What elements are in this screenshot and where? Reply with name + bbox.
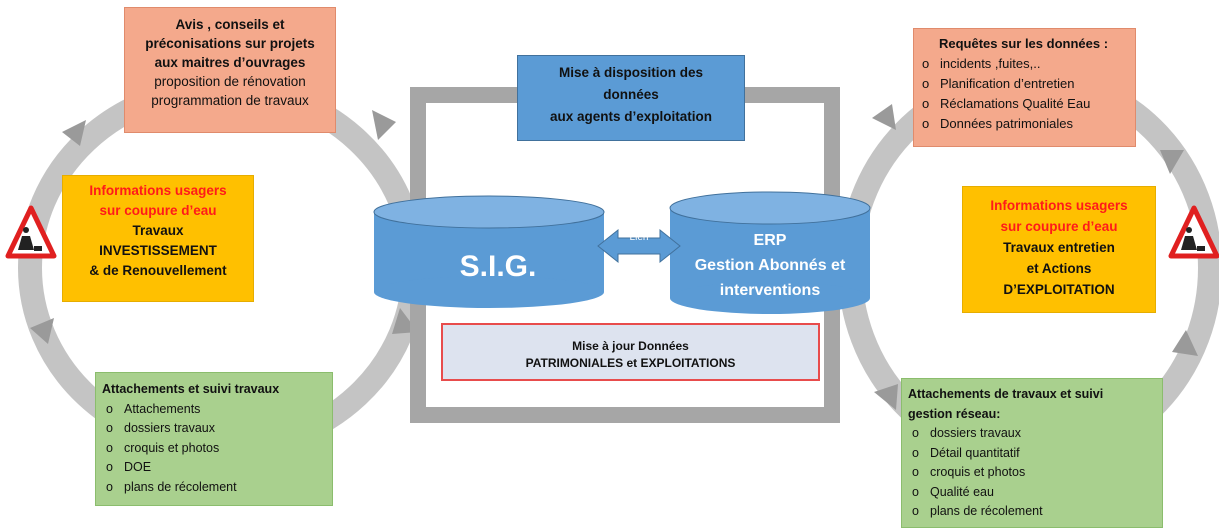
cycle-arrow-icon: [872, 104, 896, 130]
right-ring-arrows: [872, 104, 1198, 410]
cycle-arrow-icon: [372, 110, 396, 140]
works-tracking-box: Attachements et suivi travaux Attachemen…: [95, 372, 333, 506]
list-item: dossiers travaux: [908, 424, 1156, 444]
advice-line: programmation de travaux: [151, 93, 309, 108]
link-double-arrow: [597, 228, 681, 264]
left-user-info-box: Informations usagers sur coupure d’eau T…: [62, 175, 254, 302]
list-item: Qualité eau: [908, 483, 1156, 503]
queries-list: incidents ,fuites,.. Planification d’ent…: [918, 54, 1129, 134]
update-line: PATRIMONIALES et EXPLOITATIONS: [525, 356, 736, 370]
network-title: Attachements de travaux et suivi: [908, 387, 1104, 401]
cycle-arrow-icon: [1172, 330, 1198, 356]
advice-line: proposition de rénovation: [154, 74, 306, 89]
works-line: INVESTISSEMENT: [99, 243, 217, 258]
list-item: Planification d’entretien: [918, 74, 1129, 94]
network-list: dossiers travaux Détail quantitatif croq…: [908, 424, 1156, 522]
works-line: Travaux: [132, 223, 184, 238]
cycle-arrow-icon: [30, 318, 54, 344]
advice-line: Avis , conseils et: [175, 17, 285, 32]
right-user-info-box: Informations usagers sur coupure d’eau T…: [962, 186, 1156, 313]
erp-cylinder: [669, 191, 871, 314]
roadwork-sign-icon: [5, 205, 57, 259]
list-item: incidents ,fuites,..: [918, 54, 1129, 74]
user-info-line: Informations usagers: [89, 183, 227, 198]
user-info-line: sur coupure d’eau: [1000, 219, 1118, 234]
roadwork-sign-icon: [1168, 205, 1219, 259]
data-update-box: Mise à jour Données PATRIMONIALES et EXP…: [441, 323, 820, 381]
network-title: gestion réseau:: [908, 406, 1001, 421]
erp-line: ERP: [753, 232, 787, 249]
list-item: croquis et photos: [908, 463, 1156, 483]
link-label: Lien: [629, 232, 649, 243]
works-line: D’EXPLOITATION: [1003, 282, 1115, 297]
list-item: Attachements: [102, 400, 326, 420]
tracking-list: Attachements dossiers travaux croquis et…: [102, 400, 326, 498]
tracking-title: Attachements et suivi travaux: [102, 382, 280, 396]
works-line: & de Renouvellement: [89, 263, 227, 278]
works-line: et Actions: [1026, 261, 1092, 276]
works-line: Travaux entretien: [1003, 240, 1115, 255]
left-ring-arrows: [30, 110, 418, 344]
advice-line: aux maitres d’ouvrages: [154, 55, 306, 70]
cycle-arrow-icon: [874, 384, 898, 410]
list-item: dossiers travaux: [102, 419, 326, 439]
list-item: DOE: [102, 458, 326, 478]
list-item: Réclamations Qualité Eau: [918, 94, 1129, 114]
advice-line: préconisations sur projets: [145, 36, 315, 51]
sig-label: S.I.G.: [459, 250, 537, 283]
list-item: Données patrimoniales: [918, 114, 1129, 134]
update-line: Mise à jour Données: [572, 339, 689, 353]
erp-label: ERP Gestion Abonnés et interventions: [666, 228, 874, 303]
erp-line: Gestion Abonnés et: [694, 257, 846, 274]
data-queries-box: Requêtes sur les données : incidents ,fu…: [913, 28, 1136, 147]
cycle-arrow-icon: [1160, 150, 1184, 174]
availability-line: Mise à disposition des: [558, 65, 704, 80]
list-item: Détail quantitatif: [908, 444, 1156, 464]
network-management-box: Attachements de travaux et suivi gestion…: [901, 378, 1163, 528]
top-left-advice-box: Avis , conseils et préconisations sur pr…: [124, 7, 336, 133]
erp-line: interventions: [719, 282, 821, 299]
list-item: croquis et photos: [102, 439, 326, 459]
availability-line: aux agents d’exploitation: [549, 109, 713, 124]
list-item: plans de récolement: [102, 478, 326, 498]
data-availability-box: Mise à disposition des données aux agent…: [517, 55, 745, 141]
sig-cylinder: [373, 195, 605, 308]
user-info-line: sur coupure d’eau: [99, 203, 217, 218]
availability-line: données: [603, 87, 659, 102]
cycle-arrow-icon: [62, 120, 86, 146]
list-item: plans de récolement: [908, 502, 1156, 522]
queries-title: Requêtes sur les données :: [938, 36, 1109, 51]
user-info-line: Informations usagers: [990, 198, 1128, 213]
